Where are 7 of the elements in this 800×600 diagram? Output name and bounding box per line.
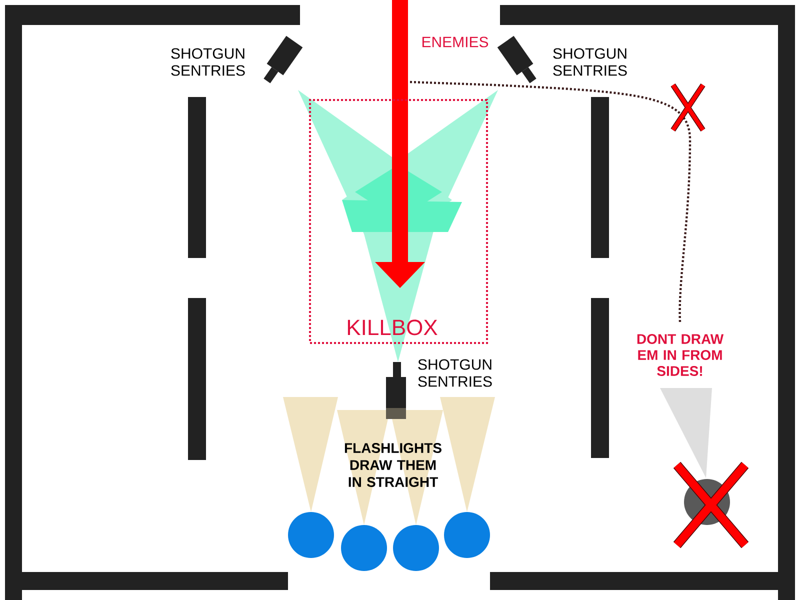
sentry-label: SHOTGUN SENTRIES [418,359,492,387]
sentry-label: SHOTGUN SENTRIES [553,48,627,76]
sentry-label: SHOTGUN SENTRIES [171,48,245,76]
enemy-label: ENEMIES [422,36,488,48]
killbox-zone: KILLBOX [309,99,488,344]
note-text: FLASHLIGHTS DRAW THEM IN STRAIGHT [344,443,442,487]
warning-text: DONT DRAW EM IN FROM SIDES! [637,334,724,376]
